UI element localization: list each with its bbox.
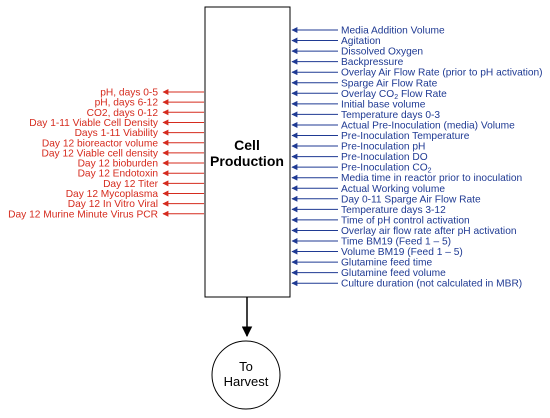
output-label: Day 12 bioburden [78, 159, 158, 170]
input-label: Overlay Air Flow Rate (prior to pH activ… [341, 68, 543, 79]
input-label: Media Addition Volume [341, 26, 445, 37]
input-label: Culture duration (not calculated in MBR) [341, 279, 522, 290]
input-label: Temperature days 0-3 [341, 110, 440, 121]
input-label: Time of pH control activation [341, 215, 470, 226]
output-label: Day 12 In Vitro Viral [68, 199, 158, 210]
output-label: CO2, days 0-12 [87, 108, 159, 119]
input-label: Agitation [341, 36, 381, 47]
harvest-node [211, 340, 281, 410]
input-label: Time BM19 (Feed 1 – 5) [341, 237, 451, 248]
output-label: pH, days 6-12 [95, 98, 159, 109]
output-label: Day 12 Mycoplasma [66, 189, 159, 200]
input-label: Volume BM19 (Feed 1 – 5) [341, 247, 463, 258]
harvest-label-line1: To [239, 359, 253, 374]
output-label: Day 1-11 Viable Cell Density [29, 118, 159, 129]
output-label: pH, days 0-5 [100, 88, 158, 99]
input-label: Overlay air flow rate after pH activatio… [341, 226, 517, 237]
input-label: Pre-Inoculation Temperature [341, 131, 470, 142]
input-label: Day 0-11 Sparge Air Flow Rate [341, 194, 481, 205]
input-label: Pre-Inoculation CO2 [341, 163, 432, 175]
input-label: Pre-Inoculation DO [341, 152, 428, 163]
input-label: Temperature days 3-12 [341, 205, 446, 216]
input-label: Pre-Inoculation pH [341, 142, 425, 153]
input-label: Media time in reactor prior to inoculati… [341, 173, 522, 184]
input-label: Overlay CO2 Flow Rate [341, 89, 447, 101]
process-title-line2: Production [210, 153, 284, 169]
output-label: Day 12 Viable cell density [42, 148, 159, 159]
input-label: Sparge Air Flow Rate [341, 78, 438, 89]
input-label: Actual Working volume [341, 184, 445, 195]
input-label: Glutamine feed time [341, 258, 432, 269]
output-label: Day 12 Murine Minute Virus PCR [8, 209, 158, 220]
harvest-label-line2: Harvest [224, 374, 269, 389]
output-label: Day 12 bioreactor volume [42, 138, 158, 149]
input-label: Glutamine feed volume [341, 268, 446, 279]
output-label: Day 12 Endotoxin [78, 169, 158, 180]
process-title-line1: Cell [234, 137, 260, 153]
input-parameters: Media Addition VolumeAgitationDissolved … [291, 26, 543, 290]
input-label: Initial base volume [341, 99, 426, 110]
input-label: Backpressure [341, 57, 404, 68]
output-label: Days 1-11 Viability [75, 128, 159, 139]
input-label: Dissolved Oxygen [341, 47, 423, 58]
cell-production-box [204, 6, 291, 298]
input-label: Actual Pre-Inoculation (media) Volume [341, 120, 515, 131]
output-label: Day 12 Titer [103, 179, 159, 190]
